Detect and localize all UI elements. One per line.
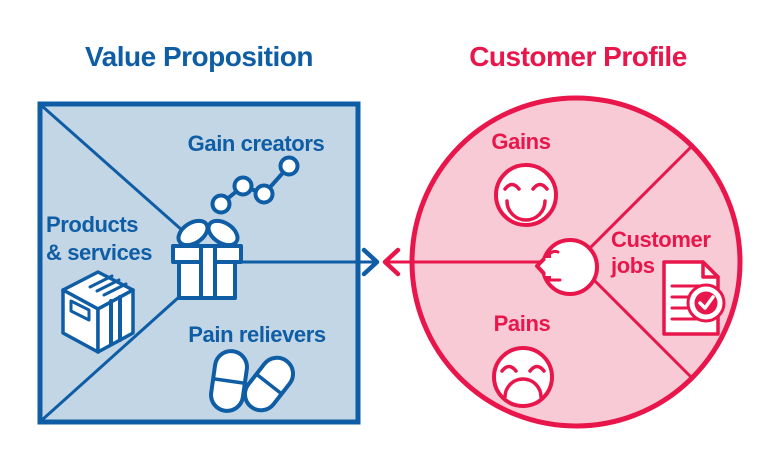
happy-face-icon [494, 163, 558, 227]
rising-chart-icon [210, 155, 300, 215]
pains-label: Pains [494, 311, 551, 336]
gain-creators-label: Gain creators [188, 131, 325, 156]
sad-face-icon [492, 346, 554, 408]
customer-profile-title: Customer Profile [469, 41, 687, 72]
gains-label: Gains [491, 129, 550, 154]
gift-icon [171, 218, 243, 300]
customer-jobs-label-line1: Customer [611, 227, 711, 252]
checklist-document-icon [662, 260, 726, 336]
blue-right-arrowhead-icon [361, 247, 380, 277]
package-box-icon [61, 270, 135, 354]
pain-relievers-label: Pain relievers [188, 322, 326, 347]
customer-head-icon [535, 238, 599, 296]
products-services-label-line1: Products [46, 212, 138, 237]
pills-icon [209, 349, 296, 413]
red-left-arrowhead-icon [382, 247, 401, 277]
customer-jobs-label-line2: jobs [610, 253, 655, 278]
value-proposition-title: Value Proposition [85, 41, 313, 72]
products-services-label-line2: & services [46, 240, 152, 265]
